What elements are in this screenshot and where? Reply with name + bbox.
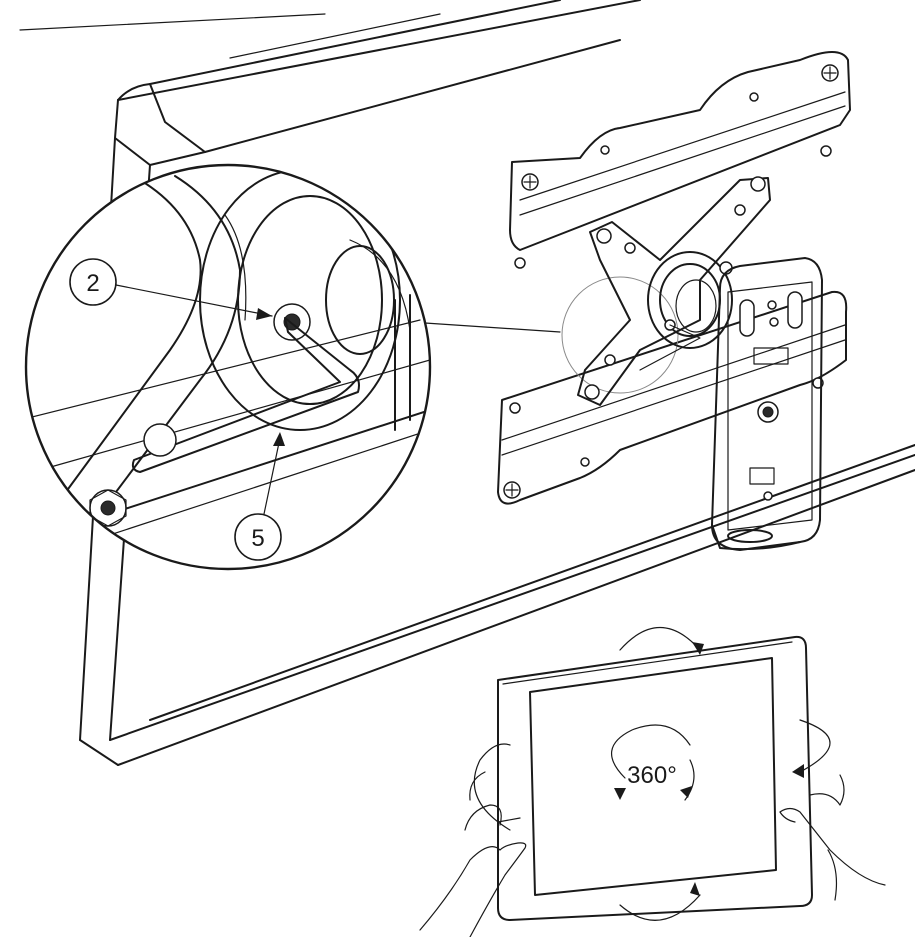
right-hand-illustration: [779, 774, 886, 901]
rotate-arrow-top: [619, 627, 701, 651]
tablet-screen: [529, 657, 777, 896]
callout-2-label: 2: [86, 270, 99, 297]
left-hand-illustration: [419, 771, 527, 938]
detail-magnifier: [24, 163, 432, 571]
callout-part-5: 5: [234, 432, 285, 561]
tablet-body: [497, 635, 813, 921]
rotate-arrow-left: [473, 743, 511, 831]
wall-panel: [19, 0, 915, 766]
vesa-arm: [561, 176, 771, 406]
callout-5-label: 5: [251, 525, 264, 552]
rotate-arrow-bottom: [619, 894, 701, 921]
callout-part-2: 2: [69, 258, 273, 320]
detail-leader-line: [409, 321, 561, 333]
rotate-arrow-right: [799, 719, 831, 773]
tablet-rotation: 360°: [419, 627, 886, 938]
wall-plate-upper: [509, 51, 851, 269]
swivel-plate: [711, 257, 823, 551]
rotation-label: 360°: [627, 762, 677, 789]
